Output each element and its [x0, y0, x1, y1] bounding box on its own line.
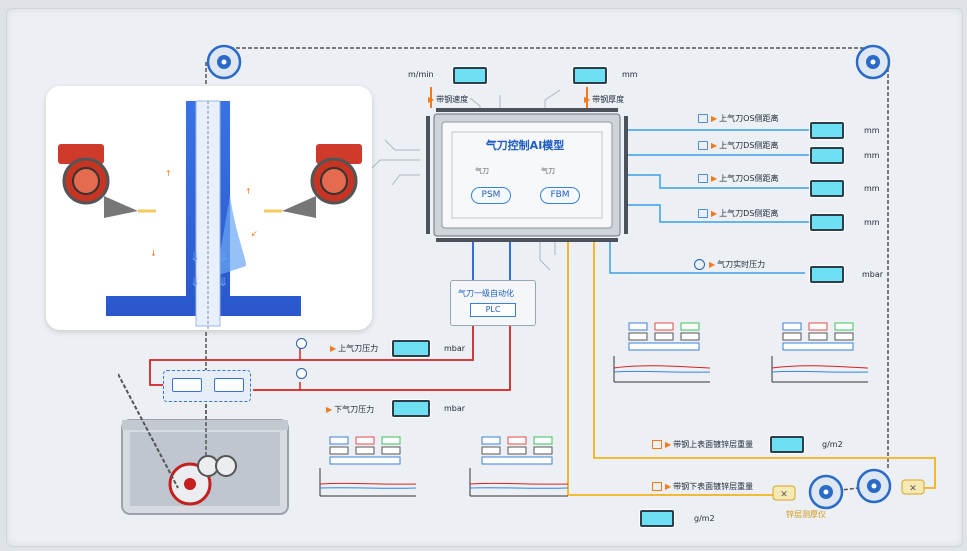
bottom-coating-unit: g/m2: [694, 514, 715, 523]
image-icon: [652, 440, 662, 449]
air-knife-left: [58, 144, 156, 218]
chip-title: 气刀控制AI模型: [485, 139, 565, 152]
zinc-pot: [118, 368, 289, 515]
roller-bottom-mid: [808, 474, 844, 510]
os-distance-display-2[interactable]: [810, 180, 844, 197]
right-unit-1: mm: [864, 126, 880, 135]
upper-pressure-unit: mbar: [444, 344, 466, 353]
valve-icon-1: [172, 378, 202, 392]
ds-distance-display-2[interactable]: [810, 214, 844, 231]
monitor-icon: [698, 141, 708, 150]
thickness-display[interactable]: [573, 67, 607, 84]
monitor-icon: [698, 174, 708, 183]
thickness-gauge-right: ✕: [901, 479, 925, 495]
upper-coating-display[interactable]: [770, 436, 804, 453]
svg-text:✕: ✕: [909, 484, 917, 494]
mini-trend-chart-4: [469, 436, 569, 497]
chip-left-text: 气刀: [475, 167, 489, 175]
bottom-coating-display[interactable]: [640, 510, 674, 527]
lower-pressure-display[interactable]: [392, 400, 430, 417]
upper-coating-unit: g/m2: [822, 440, 843, 449]
plc-label: PLC: [470, 303, 516, 317]
gauge-icon: [694, 259, 705, 270]
right-label-3: ▶上气刀OS侧距离: [698, 173, 779, 184]
valve-icon-2: [214, 378, 244, 392]
roller-top-left: [206, 44, 242, 80]
mini-trend-chart-3: [319, 436, 417, 497]
upper-pressure-display[interactable]: [392, 340, 430, 357]
roller-bottom-right: [856, 468, 892, 504]
right-label-5: ▶气刀实时压力: [694, 259, 765, 270]
right-label-2: ▶上气刀DS侧距离: [698, 140, 778, 151]
mini-trend-chart-1: [613, 322, 711, 383]
air-knife-diagram: ↑ ↑ ↓ ↙ ⇓ ⇓ ⇓ ⇓: [58, 100, 362, 330]
orange-arrow-icon: ▶: [584, 95, 591, 104]
realtime-pressure-display[interactable]: [810, 266, 844, 283]
right-label-4: ▶上气刀DS侧距离: [698, 208, 778, 219]
psm-pill[interactable]: PSM: [471, 187, 511, 204]
upper-pressure-label: ▶上气刀压力: [330, 344, 379, 353]
svg-text:⇓: ⇓: [190, 250, 200, 264]
thickness-label: ▶带钢厚度: [584, 95, 625, 104]
mini-trend-chart-2: [771, 322, 869, 383]
orange-arrow-icon: ▶: [428, 95, 435, 104]
right-unit-4: mm: [864, 218, 880, 227]
speed-display[interactable]: [453, 67, 487, 84]
svg-text:✕: ✕: [780, 490, 788, 500]
monitor-icon: [698, 209, 708, 218]
lower-pressure-label: ▶下气刀压力: [326, 405, 375, 414]
right-unit-2: mm: [864, 151, 880, 160]
chip-right-text: 气刀: [541, 167, 555, 175]
air-knife-right: [264, 144, 362, 218]
svg-text:↓: ↓: [150, 249, 157, 258]
roller-top-right: [855, 44, 891, 80]
pressure-gauge-icon-upper: [296, 338, 307, 349]
image-icon: [652, 482, 662, 491]
svg-text:↙: ↙: [251, 229, 258, 238]
fbm-pill[interactable]: FBM: [540, 187, 580, 204]
right-unit-3: mm: [864, 184, 880, 193]
thickness-gauge-left: ✕: [772, 485, 796, 501]
speed-unit: m/min: [408, 70, 434, 79]
ai-chip: [426, 108, 628, 242]
svg-text:↑: ↑: [165, 169, 172, 178]
svg-text:↑: ↑: [245, 187, 252, 196]
monitor-icon: [698, 114, 708, 123]
svg-text:⇓: ⇓: [190, 275, 200, 289]
thickness-unit: mm: [622, 70, 638, 79]
svg-text:⇓: ⇓: [218, 275, 228, 289]
gauge-label: 锌层测厚仪: [786, 510, 826, 519]
pressure-gauge-icon-lower: [296, 368, 307, 379]
right-unit-5: mbar: [862, 270, 884, 279]
upper-coating-label: ▶带钢上表面镀锌层重量: [652, 439, 753, 450]
ds-distance-display-1[interactable]: [810, 147, 844, 164]
right-label-1: ▶上气刀OS侧距离: [698, 113, 779, 124]
lower-pressure-unit: mbar: [444, 404, 466, 413]
os-distance-display-1[interactable]: [810, 122, 844, 139]
svg-text:⇓: ⇓: [218, 250, 228, 264]
plc-title: 气刀一级自动化: [458, 289, 514, 298]
lower-coating-label: ▶带钢下表面镀锌层重量: [652, 481, 753, 492]
speed-label: ▶带钢速度: [428, 95, 469, 104]
